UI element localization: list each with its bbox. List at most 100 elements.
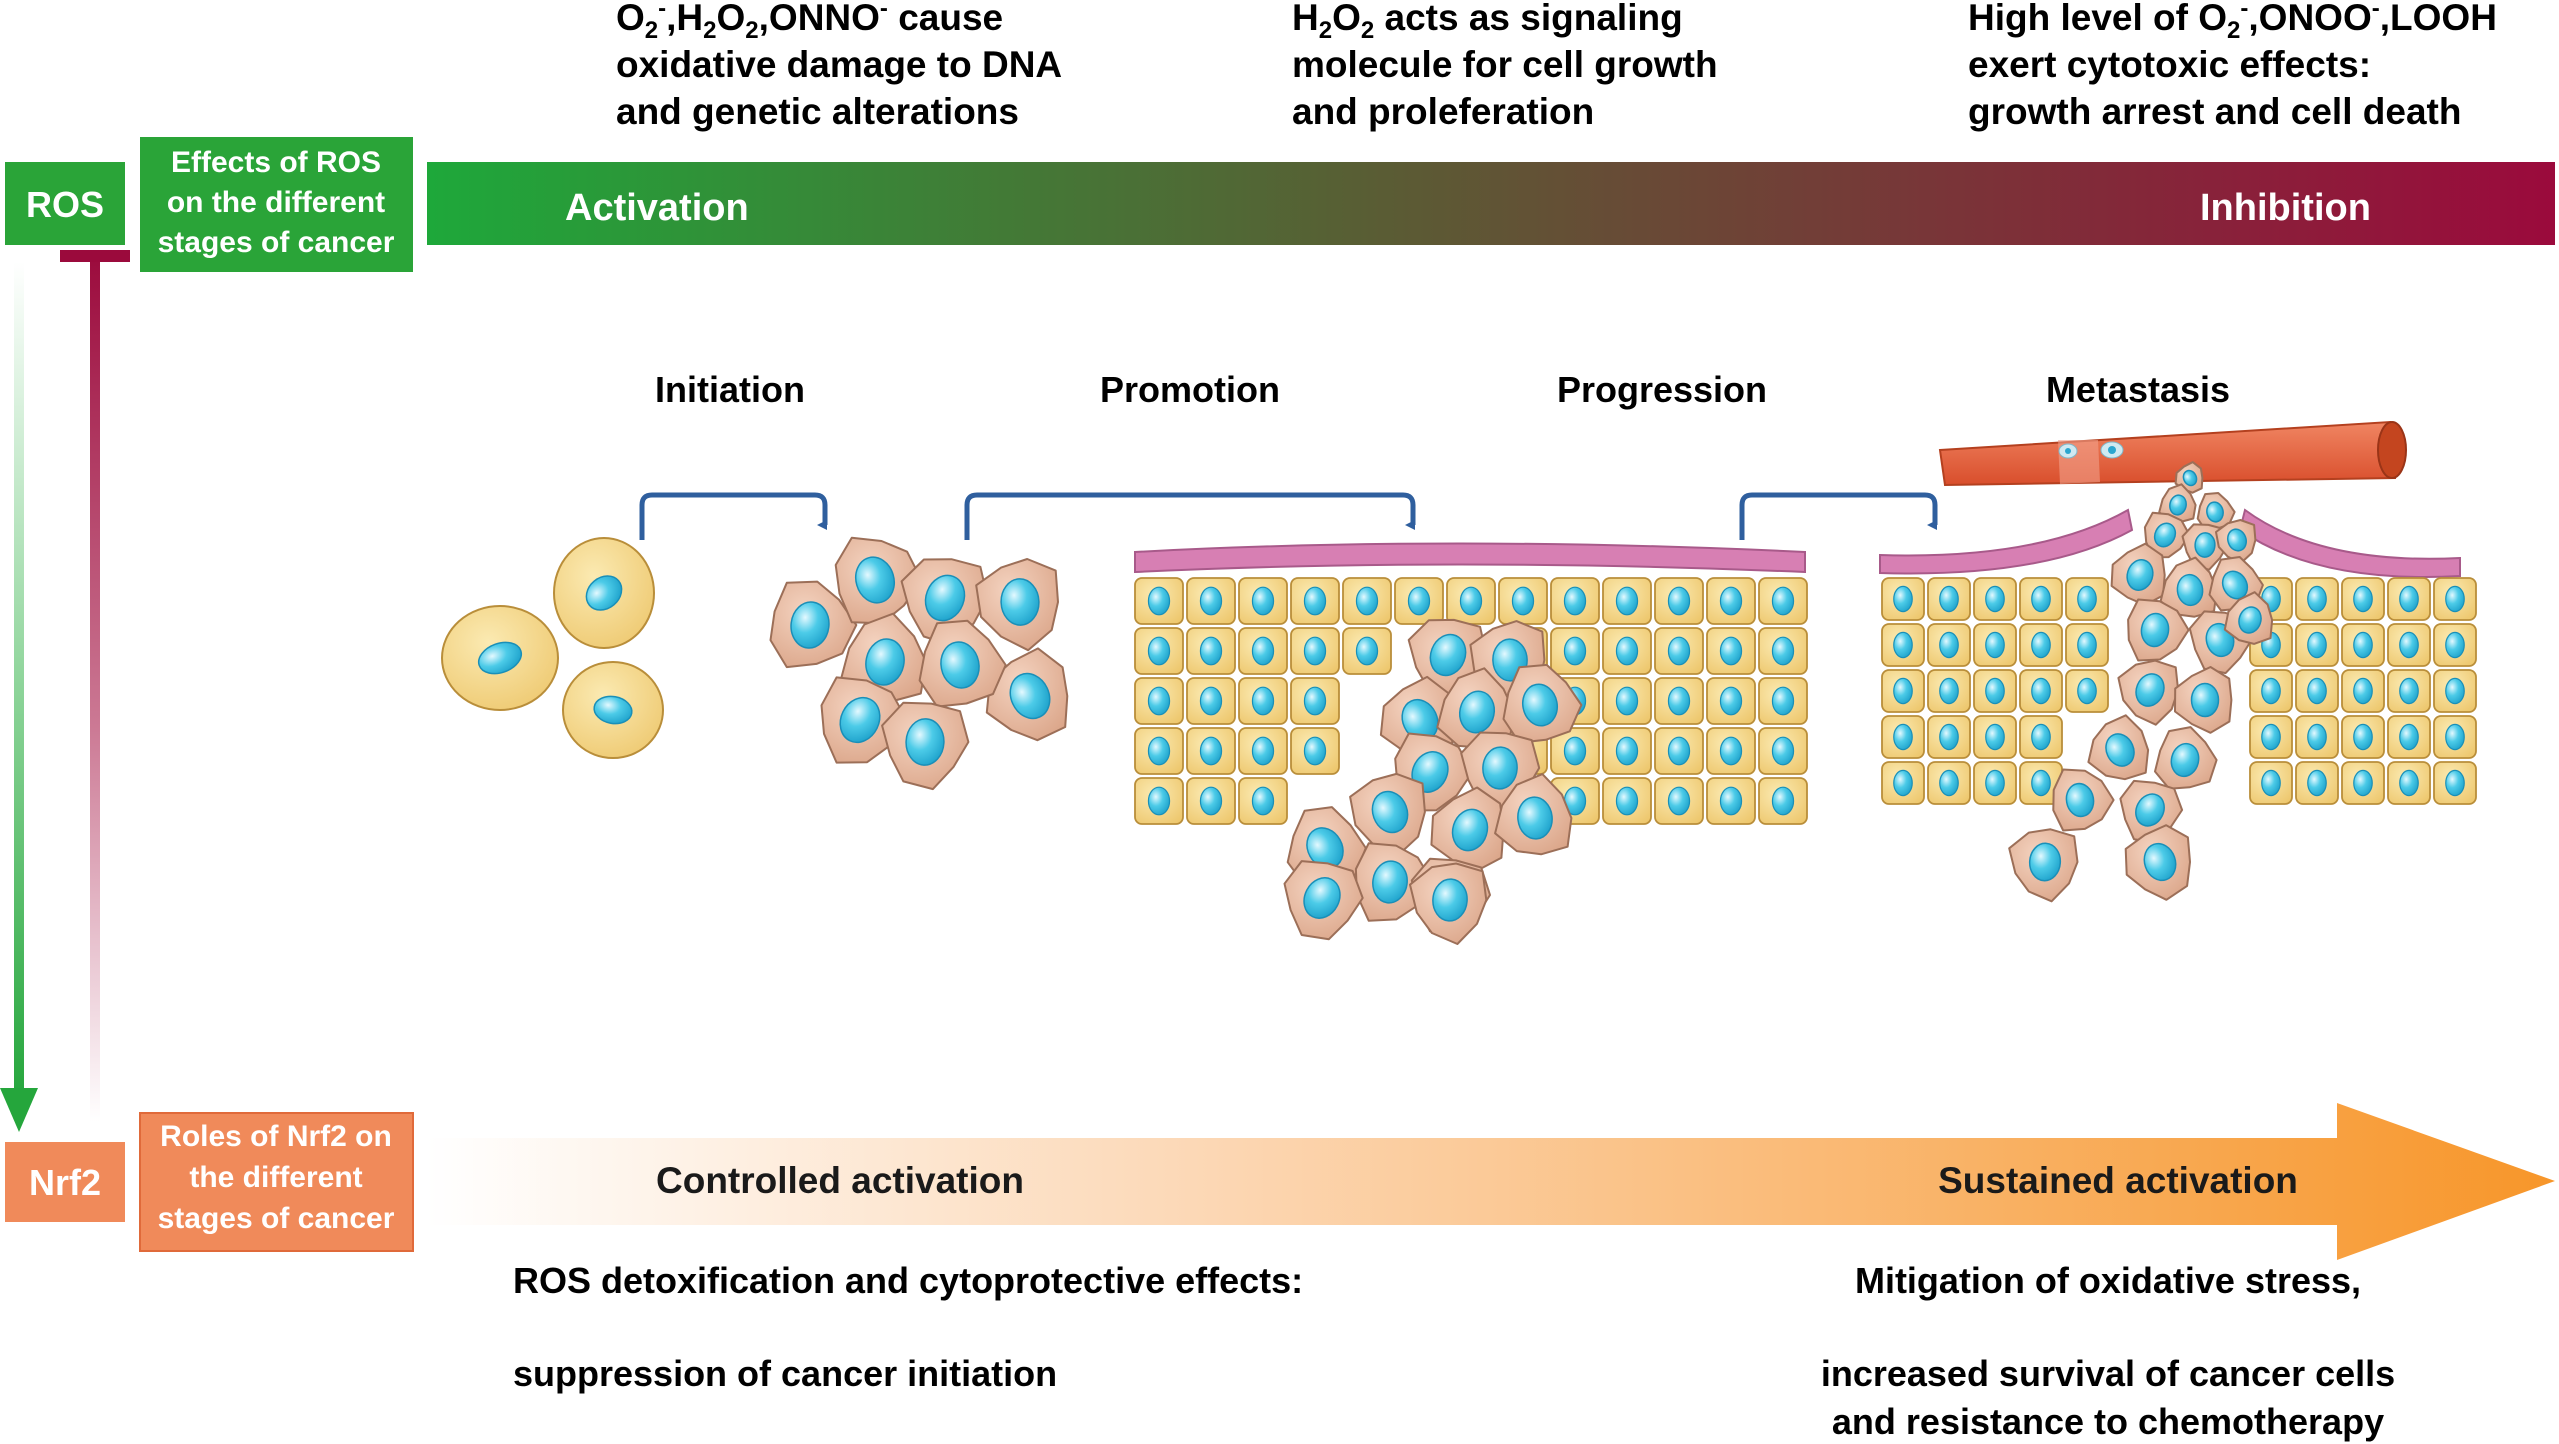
epithelial-cell bbox=[1134, 727, 1184, 775]
cancer-cell bbox=[1502, 663, 1583, 744]
epithelial-cell bbox=[2249, 761, 2293, 805]
nrf2-label: Nrf2 bbox=[29, 1162, 101, 1203]
epithelial-cell bbox=[1602, 627, 1652, 675]
epithelial-cell bbox=[1290, 727, 1340, 775]
cancer-cell bbox=[2174, 666, 2233, 734]
epithelial-cell bbox=[1134, 677, 1184, 725]
epithelial-cell bbox=[1758, 727, 1808, 775]
epithelial-cell bbox=[1186, 727, 1236, 775]
epithelial-cell bbox=[1550, 727, 1600, 775]
epithelial-cell bbox=[2019, 623, 2063, 667]
epithelial-cell bbox=[2341, 669, 2385, 713]
cancer-cell bbox=[1349, 772, 1426, 857]
cancer-cell bbox=[881, 701, 970, 791]
epithelial-cell bbox=[1973, 669, 2017, 713]
epithelial-cell bbox=[1602, 577, 1652, 625]
epithelial-cell bbox=[1927, 761, 1971, 805]
epithelial-cell bbox=[1706, 627, 1756, 675]
cancer-cell bbox=[1430, 786, 1505, 872]
cancer-cell bbox=[1283, 860, 1364, 941]
epithelial-cell bbox=[1186, 677, 1236, 725]
epithelial-cell bbox=[1238, 677, 1288, 725]
ros-nrf2-connectors bbox=[0, 250, 130, 1132]
ros-effects-line-3: stages of cancer bbox=[158, 226, 395, 259]
epithelial-cell bbox=[2433, 669, 2477, 713]
ros-header: ROS Effects of ROS on the different stag… bbox=[5, 137, 2555, 272]
ros-to-nrf2-arrow-shaft bbox=[14, 262, 24, 1100]
epithelial-cell bbox=[1238, 777, 1288, 825]
epithelial-cell bbox=[1602, 677, 1652, 725]
nrf2-left-note-line-2: suppression of cancer initiation bbox=[513, 1353, 1057, 1394]
epithelial-cell bbox=[1602, 777, 1652, 825]
cancer-cell bbox=[1409, 862, 1488, 945]
epithelial-cell bbox=[1238, 727, 1288, 775]
stage-labels: Initiation Promotion Progression Metasta… bbox=[655, 369, 2230, 410]
progression-tissue bbox=[1134, 542, 1808, 945]
epithelial-cell bbox=[2433, 577, 2477, 621]
stage-initiation: Initiation bbox=[655, 369, 805, 410]
epithelial-cell bbox=[1186, 777, 1236, 825]
nrf2-notes: ROS detoxification and cytoprotective ef… bbox=[513, 1260, 2395, 1442]
epithelial-cell bbox=[1134, 577, 1184, 625]
epithelial-cell bbox=[1706, 777, 1756, 825]
cancer-cell bbox=[2117, 659, 2180, 726]
epithelial-cell bbox=[1654, 777, 1704, 825]
epithelial-cell bbox=[2433, 715, 2477, 759]
epithelial-cell bbox=[1927, 577, 1971, 621]
epithelial-cell bbox=[1550, 577, 1600, 625]
epithelial-cell bbox=[2065, 577, 2109, 621]
epithelial-cell bbox=[1706, 677, 1756, 725]
epithelial-cell bbox=[1186, 577, 1236, 625]
cancer-cell bbox=[2158, 483, 2197, 523]
epithelial-cell bbox=[1238, 627, 1288, 675]
epithelial-cell bbox=[2295, 761, 2339, 805]
epithelial-cell bbox=[1758, 577, 1808, 625]
cancer-cell bbox=[918, 619, 1007, 708]
epithelial-cell bbox=[1973, 761, 2017, 805]
nrf2-roles-line-2: the different bbox=[189, 1161, 362, 1194]
cancer-cell bbox=[2215, 519, 2257, 565]
nrf2-right-note-line-3: and resistance to chemotherapy bbox=[1832, 1401, 2384, 1442]
ros-to-nrf2-arrowhead bbox=[0, 1088, 38, 1132]
epithelial-cell bbox=[1446, 577, 1496, 625]
cancer-cell bbox=[834, 536, 923, 625]
epithelial-cell bbox=[1881, 669, 1925, 713]
cancer-cell bbox=[1494, 773, 1573, 856]
epithelial-cell bbox=[1706, 577, 1756, 625]
nrf2-roles-box bbox=[139, 1112, 414, 1252]
epithelial-cell bbox=[2387, 577, 2431, 621]
epithelial-cell bbox=[2341, 715, 2385, 759]
stage-progression: Progression bbox=[1557, 369, 1767, 410]
epithelial-cell bbox=[2341, 623, 2385, 667]
nrf2-right-note-line-1: Mitigation of oxidative stress, bbox=[1855, 1260, 2361, 1301]
nrf2-left-note-line-1: ROS detoxification and cytoprotective ef… bbox=[513, 1260, 1303, 1301]
ros-bar-inhibition-label: Inhibition bbox=[2200, 187, 2371, 229]
epithelial-cell bbox=[2387, 715, 2431, 759]
epithelial-cell bbox=[1238, 577, 1288, 625]
progression-to-metastasis-arrow bbox=[1739, 492, 1938, 540]
cancer-cell bbox=[985, 647, 1069, 742]
cancer-cell bbox=[2052, 768, 2115, 832]
epithelial-cell bbox=[1602, 727, 1652, 775]
cancer-cell bbox=[2008, 828, 2079, 903]
ros-gradient-bar bbox=[427, 162, 2555, 245]
normal-cell bbox=[441, 605, 559, 711]
epithelial-cell bbox=[1973, 577, 2017, 621]
stage-promotion: Promotion bbox=[1100, 369, 1280, 410]
epithelial-cell bbox=[1654, 627, 1704, 675]
epithelial-cell bbox=[2019, 715, 2063, 759]
epithelial-cell bbox=[1654, 727, 1704, 775]
nrf2-gradient-arrow bbox=[427, 1103, 2555, 1260]
epithelial-cell bbox=[2295, 623, 2339, 667]
epithelial-cell bbox=[2019, 577, 2063, 621]
epithelial-cell bbox=[2065, 669, 2109, 713]
epithelial-cell bbox=[2433, 623, 2477, 667]
epithelial-cell bbox=[2387, 761, 2431, 805]
epithelial-cell bbox=[1290, 577, 1340, 625]
normal-cell bbox=[553, 537, 655, 649]
epithelial-cell bbox=[2065, 623, 2109, 667]
epithelial-cell bbox=[1973, 623, 2017, 667]
